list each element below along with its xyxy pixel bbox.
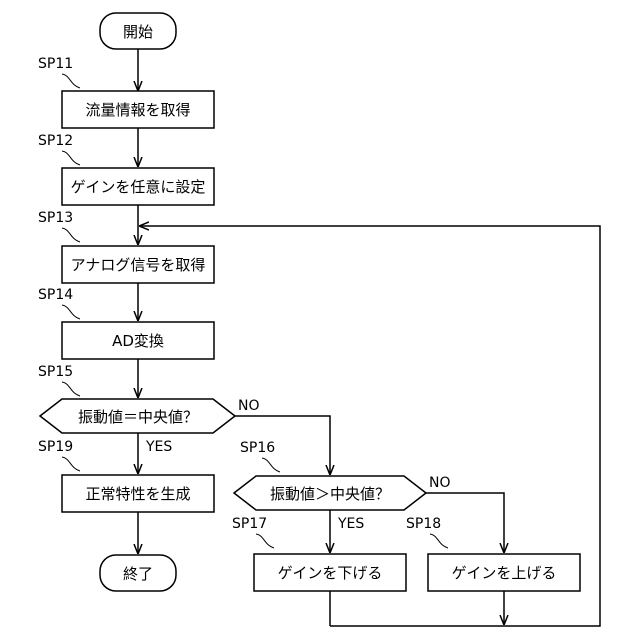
step-tick-sp13 xyxy=(62,228,80,242)
decision-sp16-label: 振動値＞中央値？ xyxy=(270,485,390,503)
branch-label-sp15-no: NO xyxy=(238,398,260,414)
step-label-sp16: SP16 xyxy=(240,440,275,456)
process-sp18-label: ゲインを上げる xyxy=(452,564,557,582)
step-tick-sp17 xyxy=(256,534,274,548)
step-label-sp17: SP17 xyxy=(232,516,267,532)
step-label-sp11: SP11 xyxy=(38,56,73,72)
step-label-sp15: SP15 xyxy=(38,364,73,380)
end-label: 終了 xyxy=(123,565,153,583)
step-label-sp14: SP14 xyxy=(38,287,73,303)
step-label-sp18: SP18 xyxy=(406,516,441,532)
process-sp14-label: AD変換 xyxy=(112,332,164,350)
step-label-sp12: SP12 xyxy=(38,133,73,149)
step-tick-sp11 xyxy=(62,74,80,88)
branch-label-sp16-yes: YES xyxy=(337,516,364,532)
process-sp11-label: 流量情報を取得 xyxy=(85,101,190,119)
step-tick-sp19 xyxy=(62,457,80,471)
branch-label-sp15-yes: YES xyxy=(145,439,172,455)
start-label: 開始 xyxy=(123,23,153,41)
decision-sp15-label: 振動値＝中央値？ xyxy=(78,408,198,426)
step-label-sp13: SP13 xyxy=(38,210,73,226)
process-sp13-label: アナログ信号を取得 xyxy=(71,256,206,274)
step-tick-sp18 xyxy=(430,534,448,548)
process-sp19-label: 正常特性を生成 xyxy=(85,485,190,503)
step-tick-sp16 xyxy=(262,458,280,472)
process-sp12-label: ゲインを任意に設定 xyxy=(71,178,206,196)
step-label-sp19: SP19 xyxy=(38,439,73,455)
step-tick-sp15 xyxy=(62,382,80,396)
process-sp17-label: ゲインを下げる xyxy=(278,564,383,582)
branch-label-sp16-no: NO xyxy=(429,475,451,491)
step-tick-sp12 xyxy=(62,151,80,165)
step-tick-sp14 xyxy=(62,305,80,319)
